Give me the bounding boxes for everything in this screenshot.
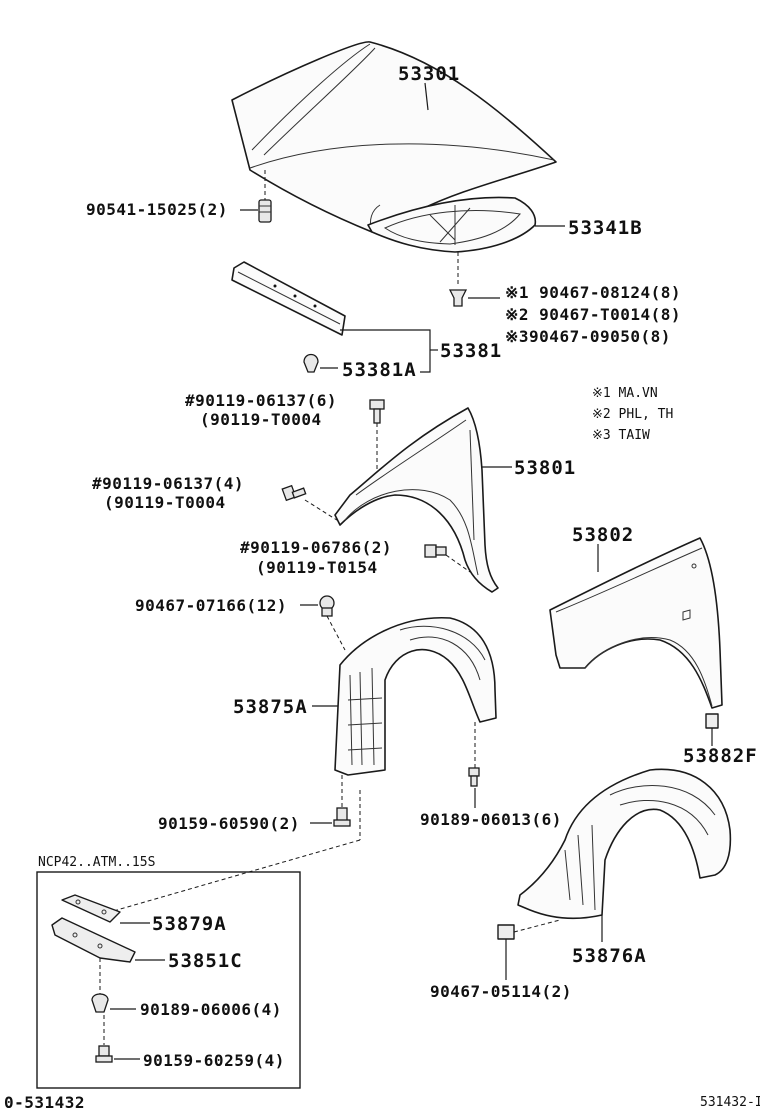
- legend-item-3: ※3 TAIW: [592, 428, 650, 443]
- hood-panel: [231, 41, 557, 233]
- label-inset-p3: 90189-06006(4): [140, 1000, 282, 1019]
- label-bolt-b1: #90119-06137(4): [92, 474, 244, 493]
- fender-seal: [705, 713, 719, 729]
- label-liner-clip: 90467-07166(12): [135, 596, 287, 615]
- front-fender-right: [549, 537, 723, 709]
- hood-insulator: [367, 196, 537, 253]
- label-liner-right: 53876A: [572, 945, 647, 967]
- label-liner-left: 53875A: [233, 696, 308, 718]
- label-screw-mid: 90189-06013(6): [420, 810, 562, 829]
- inset-screw: [95, 1045, 113, 1063]
- liner-clip: [319, 595, 335, 617]
- liner-clip-bottom: [497, 924, 515, 940]
- label-clip-1: ※1 90467-08124(8): [505, 283, 681, 302]
- label-fender-seal: 53882F: [683, 745, 758, 767]
- fender-liner-left: [334, 617, 497, 776]
- label-screw-left: 90159-60590(2): [158, 814, 300, 833]
- label-bolt-a2: (90119-T0004: [200, 410, 322, 429]
- hood-insulator-clip: [448, 289, 468, 307]
- footer-left: 0-531432: [4, 1093, 85, 1112]
- label-hood-insulator: 53341B: [568, 217, 643, 239]
- inset-clip: [91, 993, 109, 1013]
- hood-seal-strip: [231, 261, 346, 336]
- label-fender-left: 53801: [514, 457, 576, 479]
- label-bolt-c1: #90119-06786(2): [240, 538, 392, 557]
- label-inset-p1: 53879A: [152, 913, 227, 935]
- label-hood: 53301: [398, 63, 460, 85]
- seal-clip: [303, 353, 319, 373]
- hood-stop-cushion: [258, 199, 272, 223]
- label-bolt-c2: (90119-T0154: [256, 558, 378, 577]
- fender-liner-right: [517, 768, 732, 920]
- liner-screw-mid: [468, 767, 480, 787]
- legend-item-2: ※2 PHL, TH: [592, 407, 673, 422]
- label-seal-main: 53381: [440, 340, 502, 362]
- label-clip-bottom: 90467-05114(2): [430, 982, 572, 1001]
- inset-bracket-lower: [51, 917, 136, 963]
- front-fender-left: [334, 407, 499, 593]
- liner-screw-left: [333, 807, 351, 827]
- legend-item-1: ※1 MA.VN: [592, 386, 658, 401]
- footer-right: 531432-I: [700, 1095, 760, 1110]
- label-inset-p2: 53851C: [168, 950, 243, 972]
- label-hood-stop: 90541-15025(2): [86, 200, 228, 219]
- label-fender-right: 53802: [572, 524, 634, 546]
- inset-title: NCP42..ATM..15S: [38, 855, 155, 870]
- label-bolt-b2: (90119-T0004: [104, 493, 226, 512]
- inset-box: [36, 871, 301, 1089]
- fender-bolt-low: [424, 544, 447, 558]
- label-seal-sub: 53381A: [342, 359, 417, 381]
- inset-bracket-upper: [61, 894, 121, 923]
- label-clip-2: ※2 90467-T0014(8): [505, 305, 681, 324]
- fender-bolt-mid: [281, 484, 307, 502]
- label-inset-p4: 90159-60259(4): [143, 1051, 285, 1070]
- label-bolt-a1: #90119-06137(6): [185, 391, 337, 410]
- fender-bolt-top: [369, 399, 385, 424]
- label-clip-3: ※390467-09050(8): [505, 327, 671, 346]
